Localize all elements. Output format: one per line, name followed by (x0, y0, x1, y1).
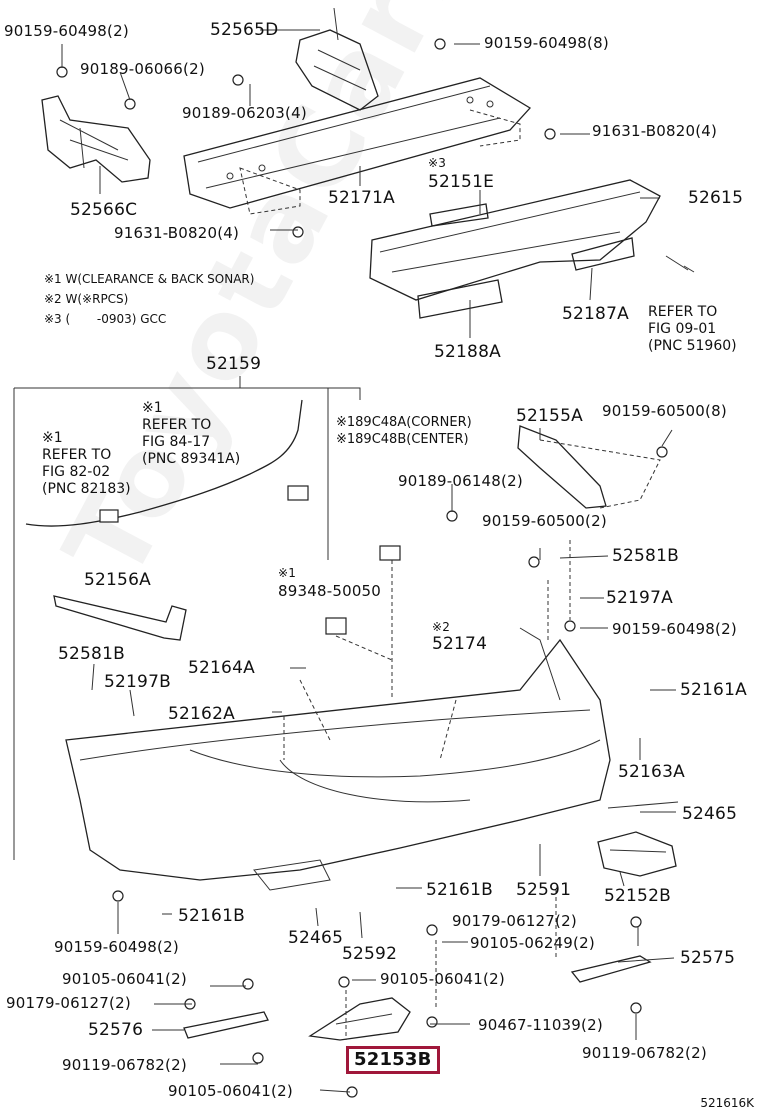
label-note-3-mark: ※3 (428, 156, 447, 170)
label-52615: 52615 (688, 188, 744, 208)
label-52164a: 52164A (188, 658, 255, 678)
bracket-52156a-drawing (53, 595, 187, 641)
garnish-52152b-drawing (597, 801, 679, 877)
label-52188a: 52188A (434, 342, 501, 362)
label-52153b-highlighted[interactable]: 52153B (346, 1046, 440, 1074)
label-90159-60498-bottom: 90159-60498(2) (54, 938, 179, 956)
bracket-52155a-drawing (517, 425, 661, 509)
label-90189-06148: 90189-06148(2) (398, 472, 523, 490)
label-52171a: 52171A (328, 188, 395, 208)
label-52156a: 52156A (84, 570, 151, 590)
bumper-cover-drawing (65, 540, 611, 891)
garnish-52153b-drawing (308, 997, 411, 1041)
bracket-52576-drawing (183, 1011, 269, 1039)
label-52151e: 52151E (428, 172, 495, 192)
label-90467-11039: 90467-11039(2) (478, 1016, 603, 1034)
label-91631-b0820-right: 91631-B0820(4) (592, 122, 718, 140)
bracket-52575-drawing (570, 955, 652, 983)
label-89348-50050: 89348-50050 (278, 582, 382, 600)
harness-frame-drawing (13, 387, 401, 860)
label-52197b: 52197B (104, 672, 171, 692)
label-52187a: 52187A (562, 304, 629, 324)
label-52465-left: 52465 (288, 928, 344, 948)
label-90179-06127-right: 90179-06127(2) (452, 912, 577, 930)
label-90119-06782-left: 90119-06782(2) (62, 1056, 187, 1074)
label-52576: 52576 (88, 1020, 144, 1040)
label-52465-right: 52465 (682, 804, 738, 824)
label-52566c: 52566C (70, 200, 138, 220)
label-52161a: 52161A (680, 680, 747, 700)
label-90105-06041-left: 90105-06041(2) (62, 970, 187, 988)
label-52155a: 52155A (516, 406, 583, 426)
label-52581b-right: 52581B (612, 546, 679, 566)
absorber-52615-drawing (369, 179, 695, 319)
label-90119-06782-right: 90119-06782(2) (582, 1044, 707, 1062)
bracket-52566c-drawing (41, 95, 151, 183)
label-52161b-mid: 52161B (426, 880, 493, 900)
label-52162a: 52162A (168, 704, 235, 724)
label-52575: 52575 (680, 948, 736, 968)
label-90189-06203: 90189-06203(4) (182, 104, 307, 122)
label-52591: 52591 (516, 880, 572, 900)
note-3: ※3 ( -0903) GCC (44, 312, 167, 326)
label-52159: 52159 (206, 354, 262, 374)
reinforcement-52171a-drawing (183, 77, 532, 215)
note-1: ※1 W(CLEARANCE & BACK SONAR) (44, 272, 255, 286)
leader-lines (61, 29, 676, 1093)
label-52163a: 52163A (618, 762, 685, 782)
label-52592: 52592 (342, 944, 398, 964)
label-90105-06041-bottom: 90105-06041(2) (168, 1082, 293, 1100)
refer-note-fig-82-02: ※1 REFER TO FIG 82-02 (PNC 82183) (42, 430, 131, 497)
label-52161b-left: 52161B (178, 906, 245, 926)
label-52565d: 52565D (210, 20, 279, 40)
label-91631-b0820-left: 91631-B0820(4) (114, 224, 240, 242)
label-52197a: 52197A (606, 588, 673, 608)
label-note-1-mark: ※1 (278, 566, 297, 580)
label-note-2-mark: ※2 (432, 620, 451, 634)
label-52152b: 52152B (604, 886, 671, 906)
label-52581b-left: 52581B (58, 644, 125, 664)
label-90159-60498: 90159-60498(2) (4, 22, 129, 40)
figure-code: 521616K (700, 1096, 754, 1110)
label-90159-60498-top: 90159-60498(8) (484, 34, 609, 52)
refer-note-fig-09-01: REFER TO FIG 09-01 (PNC 51960) (648, 304, 737, 354)
label-90159-60500-8: 90159-60500(8) (602, 402, 727, 420)
label-90159-60500-2: 90159-60500(2) (482, 512, 607, 530)
bracket-52565d-drawing (295, 7, 379, 111)
label-90105-06249: 90105-06249(2) (470, 934, 595, 952)
label-90179-06127-left: 90179-06127(2) (6, 994, 131, 1012)
label-90189-06066: 90189-06066(2) (80, 60, 205, 78)
refer-note-fig-84-17: ※1 REFER TO FIG 84-17 (PNC 89341A) (142, 400, 241, 467)
sensor-note: ※189C48A(CORNER) ※189C48B(CENTER) (336, 415, 472, 447)
label-90159-60498-mid: 90159-60498(2) (612, 620, 737, 638)
label-90105-06041-mid: 90105-06041(2) (380, 970, 505, 988)
label-52174: 52174 (432, 634, 488, 654)
note-2: ※2 W(※RPCS) (44, 292, 129, 306)
